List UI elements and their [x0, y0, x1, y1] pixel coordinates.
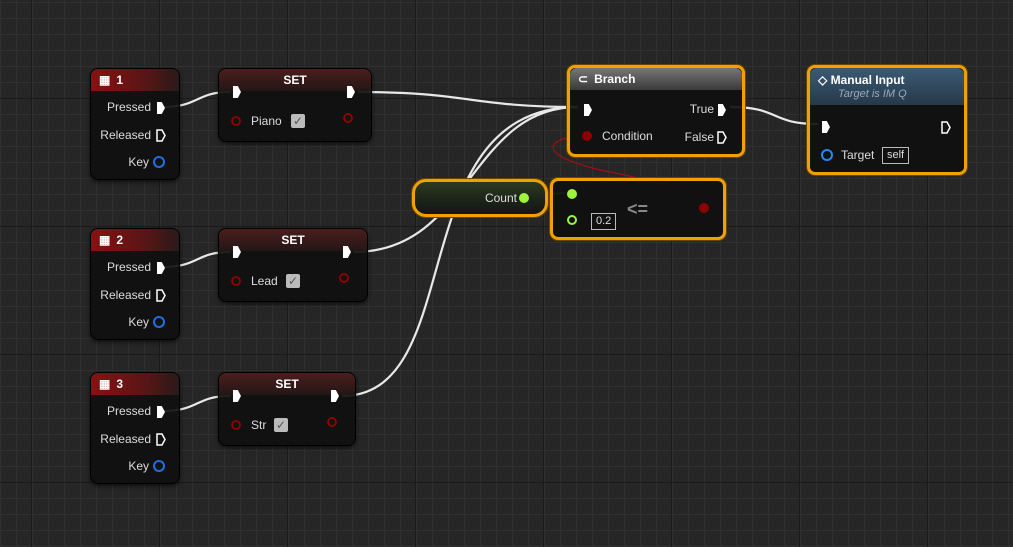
key-event-node-1[interactable]: ▦1 Pressed Released Key	[90, 68, 180, 180]
pressed-label: Pressed	[106, 260, 151, 274]
node-header: ▦3	[91, 373, 179, 395]
count-label: Count	[484, 191, 517, 205]
operator-label: <=	[627, 199, 649, 219]
node-title: SET	[219, 229, 367, 251]
exec-in-pin-icon[interactable]	[822, 121, 830, 133]
function-icon: ◇	[818, 73, 831, 87]
exec-pin-pressed-icon[interactable]	[157, 406, 165, 418]
variable-label: Lead	[251, 274, 278, 288]
node-title: SET	[219, 373, 355, 395]
target-value[interactable]: self	[882, 147, 910, 164]
float-in-pin-b-icon[interactable]	[567, 215, 577, 225]
exec-pin-pressed-icon[interactable]	[157, 102, 165, 114]
exec-pin-pressed-icon[interactable]	[157, 262, 165, 274]
branch-icon: ⊂	[578, 72, 589, 86]
set-node-piano[interactable]: SET Piano ✓	[218, 68, 372, 142]
wire-bool	[552, 133, 728, 209]
true-label: True	[689, 102, 714, 116]
condition-label: Condition	[602, 129, 653, 143]
function-title: ◇ Manual Input	[818, 73, 905, 87]
keyboard-icon: ▦	[99, 377, 111, 391]
bool-out-pin-icon[interactable]	[327, 417, 337, 427]
count-variable-node[interactable]: Count	[412, 179, 548, 217]
node-header: ◇ Manual Input Target is IM Q	[810, 68, 964, 105]
released-label: Released	[100, 288, 151, 302]
key-pin-icon[interactable]	[153, 460, 165, 472]
float-out-pin-icon[interactable]	[519, 193, 529, 203]
keyboard-icon: ▦	[99, 233, 111, 247]
target-pin-icon[interactable]	[821, 149, 833, 161]
node-header: ⊂Branch	[570, 68, 742, 90]
less-equal-node[interactable]: 0.2 <=	[550, 178, 726, 240]
pressed-label: Pressed	[106, 404, 151, 418]
float-in-pin-a-icon[interactable]	[567, 189, 577, 199]
key-pin-icon[interactable]	[153, 156, 165, 168]
exec-pin-released-icon[interactable]	[156, 129, 166, 142]
key-event-node-2[interactable]: ▦2 Pressed Released Key	[90, 228, 180, 340]
keyboard-icon: ▦	[99, 73, 111, 87]
key-label: Key	[128, 155, 149, 169]
bool-pin-icon[interactable]	[231, 116, 241, 126]
condition-pin-icon[interactable]	[582, 131, 592, 141]
key-label: Key	[128, 315, 149, 329]
exec-in-pin-icon[interactable]	[233, 86, 241, 98]
branch-node[interactable]: ⊂Branch True Condition False	[567, 65, 745, 157]
exec-out-pin-icon[interactable]	[331, 390, 339, 402]
exec-out-pin-icon[interactable]	[941, 121, 951, 134]
released-label: Released	[100, 128, 151, 142]
variable-label: Piano	[251, 114, 282, 128]
checkbox[interactable]: ✓	[274, 418, 288, 432]
checkbox[interactable]: ✓	[291, 114, 305, 128]
target-label: Target	[841, 148, 875, 162]
bool-pin-icon[interactable]	[231, 420, 241, 430]
exec-pin-released-icon[interactable]	[156, 289, 166, 302]
exec-out-pin-icon[interactable]	[343, 246, 351, 258]
bool-out-pin-icon[interactable]	[343, 113, 353, 123]
bool-out-pin-icon[interactable]	[699, 203, 709, 213]
node-title: SET	[219, 69, 371, 91]
pressed-label: Pressed	[106, 100, 151, 114]
exec-in-pin-icon[interactable]	[584, 104, 592, 116]
set-node-lead[interactable]: SET Lead ✓	[218, 228, 368, 302]
exec-out-pin-icon[interactable]	[347, 86, 355, 98]
wire-exec	[341, 105, 579, 398]
set-node-str[interactable]: SET Str ✓	[218, 372, 356, 446]
manual-input-node[interactable]: ◇ Manual Input Target is IM Q Target sel…	[807, 65, 967, 175]
bool-out-pin-icon[interactable]	[339, 273, 349, 283]
key-event-node-3[interactable]: ▦3 Pressed Released Key	[90, 372, 180, 484]
exec-true-pin-icon[interactable]	[718, 104, 726, 116]
released-label: Released	[100, 432, 151, 446]
variable-label: Str	[251, 418, 267, 432]
exec-false-pin-icon[interactable]	[717, 131, 727, 144]
wire-exec	[357, 90, 579, 109]
checkbox[interactable]: ✓	[286, 274, 300, 288]
node-header: ▦2	[91, 229, 179, 251]
value-input[interactable]: 0.2	[591, 213, 617, 230]
key-pin-icon[interactable]	[153, 316, 165, 328]
exec-in-pin-icon[interactable]	[233, 246, 241, 258]
false-label: False	[684, 130, 714, 144]
exec-in-pin-icon[interactable]	[233, 390, 241, 402]
target-subtitle: Target is IM Q	[838, 88, 907, 100]
key-label: Key	[128, 459, 149, 473]
bool-pin-icon[interactable]	[231, 276, 241, 286]
node-header: ▦1	[91, 69, 179, 91]
exec-pin-released-icon[interactable]	[156, 433, 166, 446]
